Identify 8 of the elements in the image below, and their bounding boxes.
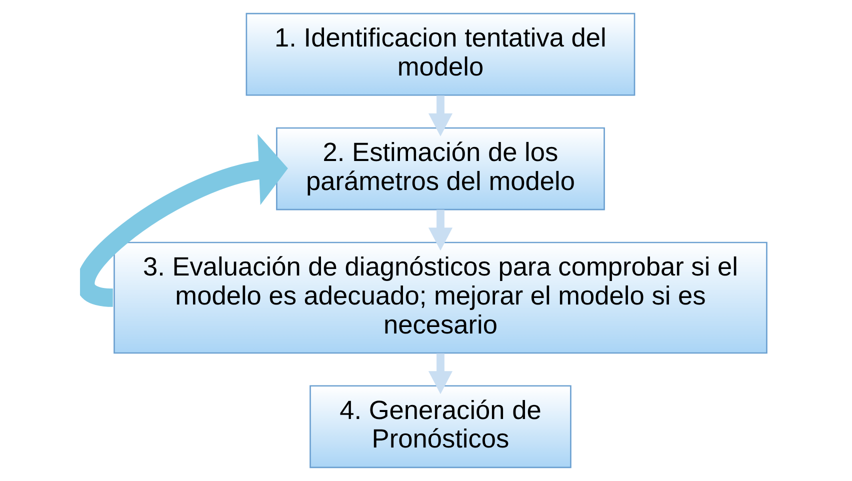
node-box: 3. Evaluación de diagnósticos para comprobar si el modelo es adecuado; mejorar el modelo si es necesario	[114, 242, 768, 354]
node-box: 4. Generación de Pronósticos	[310, 385, 572, 468]
arrow	[428, 95, 453, 136]
node-box: 2. Estimación de los parámetros del modelo	[276, 127, 605, 210]
node-box: 1. Identificacion tentativa del modelo	[246, 12, 636, 96]
arrow	[428, 353, 453, 394]
arrow	[428, 210, 453, 251]
arrow	[80, 134, 288, 307]
